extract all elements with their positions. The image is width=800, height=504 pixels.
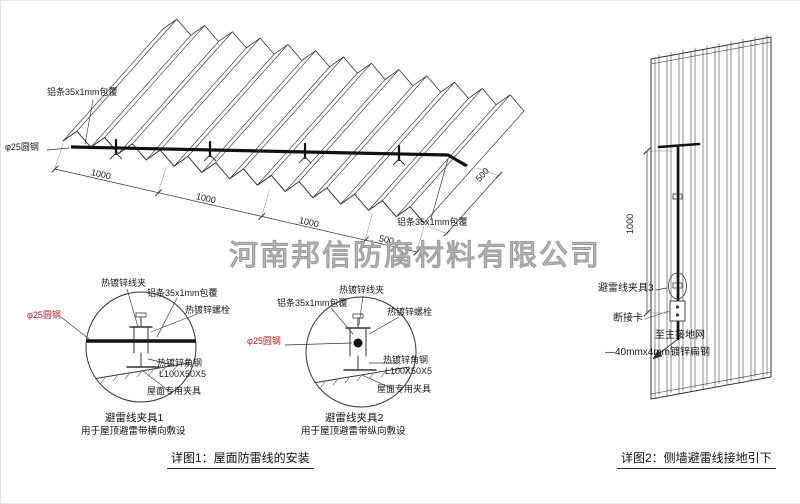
detail1-caption: 详图1：屋面防雷线的安装 <box>167 451 314 470</box>
roof-alum-strip-label-right: 铝条35x1mm包覆 <box>397 217 468 227</box>
wall-elevation <box>650 34 772 400</box>
c1-wire-clamp-label: 热镀锌线夹 <box>101 278 147 288</box>
lightning-conductor-wire <box>70 138 468 168</box>
detail-circle-2 <box>305 296 417 408</box>
c2-angle-spec-label: L100X50X5 <box>385 366 433 376</box>
c2-alum-strip-label: 铝条35x1mm包覆 <box>277 298 348 308</box>
c1-angle-spec-label: L100X50X5 <box>159 369 207 379</box>
wall-clamp3-label: 避雷线夹具3 <box>598 283 654 294</box>
dimension-lines <box>51 143 503 256</box>
company-watermark: 河南邦信防腐材料有限公司 <box>228 237 602 272</box>
c1-title: 避雷线夹具1 <box>105 412 164 424</box>
wall-dimension <box>643 147 673 317</box>
wall-flat-steel-label: —40mmx4mm镀锌扁钢 <box>605 347 711 358</box>
c1-bolt-label: 热镀锌螺栓 <box>185 305 231 315</box>
c2-title: 避雷线夹具2 <box>325 412 384 424</box>
detail2-caption: 详图2：侧墙避雷线接地引下 <box>617 451 776 470</box>
roof-isometric <box>62 18 525 224</box>
roof-alum-strip-label-left: 铝条35x1mm包覆 <box>47 87 118 97</box>
c1-roof-clamp-label: 屋面专用夹具 <box>147 386 202 396</box>
roof-round-steel-label: φ25圆钢 <box>5 142 39 152</box>
c2-angle-steel-label: 热镀锌角钢 <box>383 355 429 365</box>
c2-roof-clamp-label: 屋面专用夹具 <box>377 384 432 394</box>
c1-angle-steel-label: 热镀锌角钢 <box>157 358 203 368</box>
c2-round-steel-label: φ25圆钢 <box>247 336 281 346</box>
c1-subtitle: 用于屋顶避雷带横向敷设 <box>81 426 186 437</box>
wall-disconnect-label: 断接卡 <box>613 313 643 324</box>
wall-to-ground-label: 至主接地网 <box>655 330 705 341</box>
c1-round-steel-label: φ25圆钢 <box>27 310 61 320</box>
detail-circle-1 <box>85 291 197 403</box>
down-conductor <box>652 142 701 360</box>
c2-subtitle: 用于屋顶避雷带纵向敷设 <box>301 426 406 437</box>
wall-dim-label-1000: 1000 <box>625 213 636 234</box>
c1-alum-strip-label: 铝条35x1mm包覆 <box>147 288 218 298</box>
c2-bolt-label: 热镀锌螺栓 <box>387 307 433 317</box>
c2-wire-clamp-label: 热镀锌线夹 <box>339 285 385 295</box>
leader-lines <box>46 99 670 392</box>
